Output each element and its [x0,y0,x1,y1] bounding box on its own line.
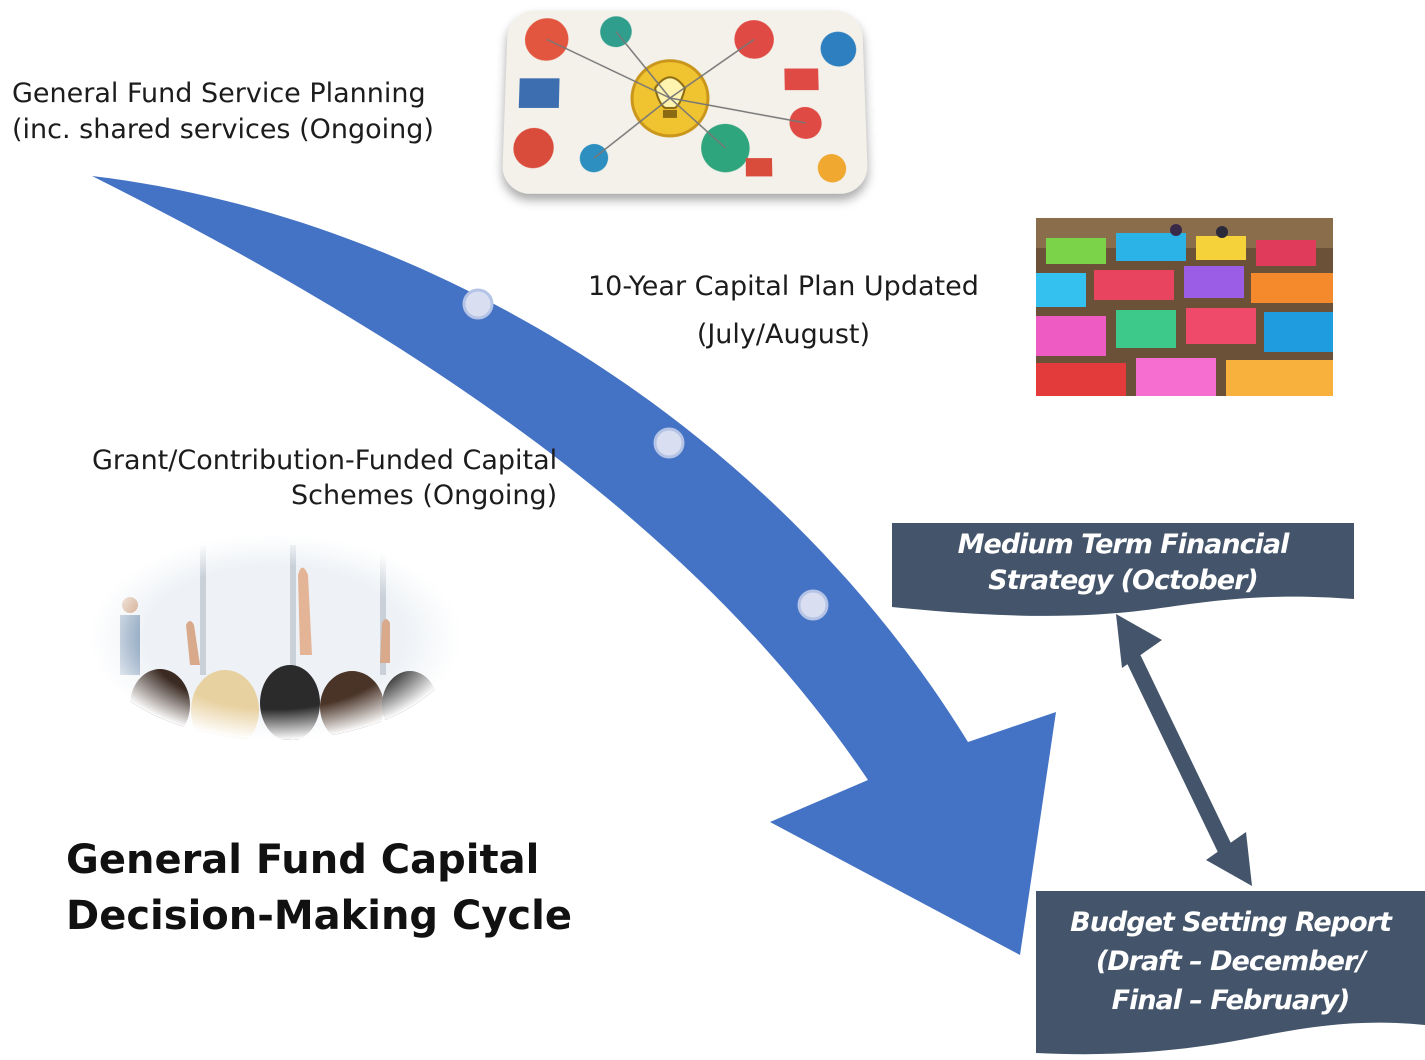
diagram-title-line1: General Fund Capital [66,837,540,883]
cycle-marker-3 [797,589,829,621]
planning-collage-illustration [501,10,869,194]
banner-mtfs-line2: Strategy (October) [988,565,1258,596]
banner-mtfs-shape [892,523,1354,616]
step-capital-plan-line1: 10-Year Capital Plan Updated [588,271,979,302]
banner-mtfs-text: Medium Term Financial Strategy (October) [892,527,1354,599]
raised-hands-meeting-photo [90,535,460,740]
cycle-marker-2 [653,427,685,459]
cycle-arrow-body [92,176,1056,955]
banner-mtfs-line1: Medium Term Financial [957,529,1290,560]
step-grant-schemes-line2: Schemes (Ongoing) [291,479,558,511]
step-service-planning-line1: General Fund Service Planning [12,78,426,109]
colored-blocks-photo [1036,218,1333,396]
banner-budget: Budget Setting Report (Draft – December/… [1036,891,1425,1060]
banner-budget-line1: Budget Setting Report [1070,907,1392,938]
banner-budget-line3: Final – February) [1111,985,1351,1016]
cycle-marker-1 [462,288,494,320]
step-service-planning: General Fund Service Planning (inc. shar… [12,76,434,149]
banner-budget-text: Budget Setting Report (Draft – December/… [1036,903,1425,1020]
planning-collage-photo [501,10,869,194]
diagram-title-line2: Decision-Making Cycle [66,893,572,939]
step-service-planning-line2: (inc. shared services (Ongoing) [12,114,434,146]
two-way-connector [1116,614,1252,886]
banner-budget-shape [1036,891,1425,1055]
colored-blocks-illustration [1036,218,1333,396]
banner-mtfs: Medium Term Financial Strategy (October) [892,523,1354,618]
raised-hands-illustration [90,535,460,740]
banner-budget-line2: (Draft – December/ [1095,946,1366,977]
step-capital-plan-line2: (July/August) [696,319,871,350]
step-capital-plan: 10-Year Capital Plan Updated (July/Augus… [588,267,979,363]
step-grant-schemes-line1: Grant/Contribution-Funded Capital [92,445,558,476]
diagram-title: General Fund Capital Decision-Making Cyc… [66,832,572,944]
step-grant-schemes: Grant/Contribution-Funded Capital Scheme… [92,444,557,513]
